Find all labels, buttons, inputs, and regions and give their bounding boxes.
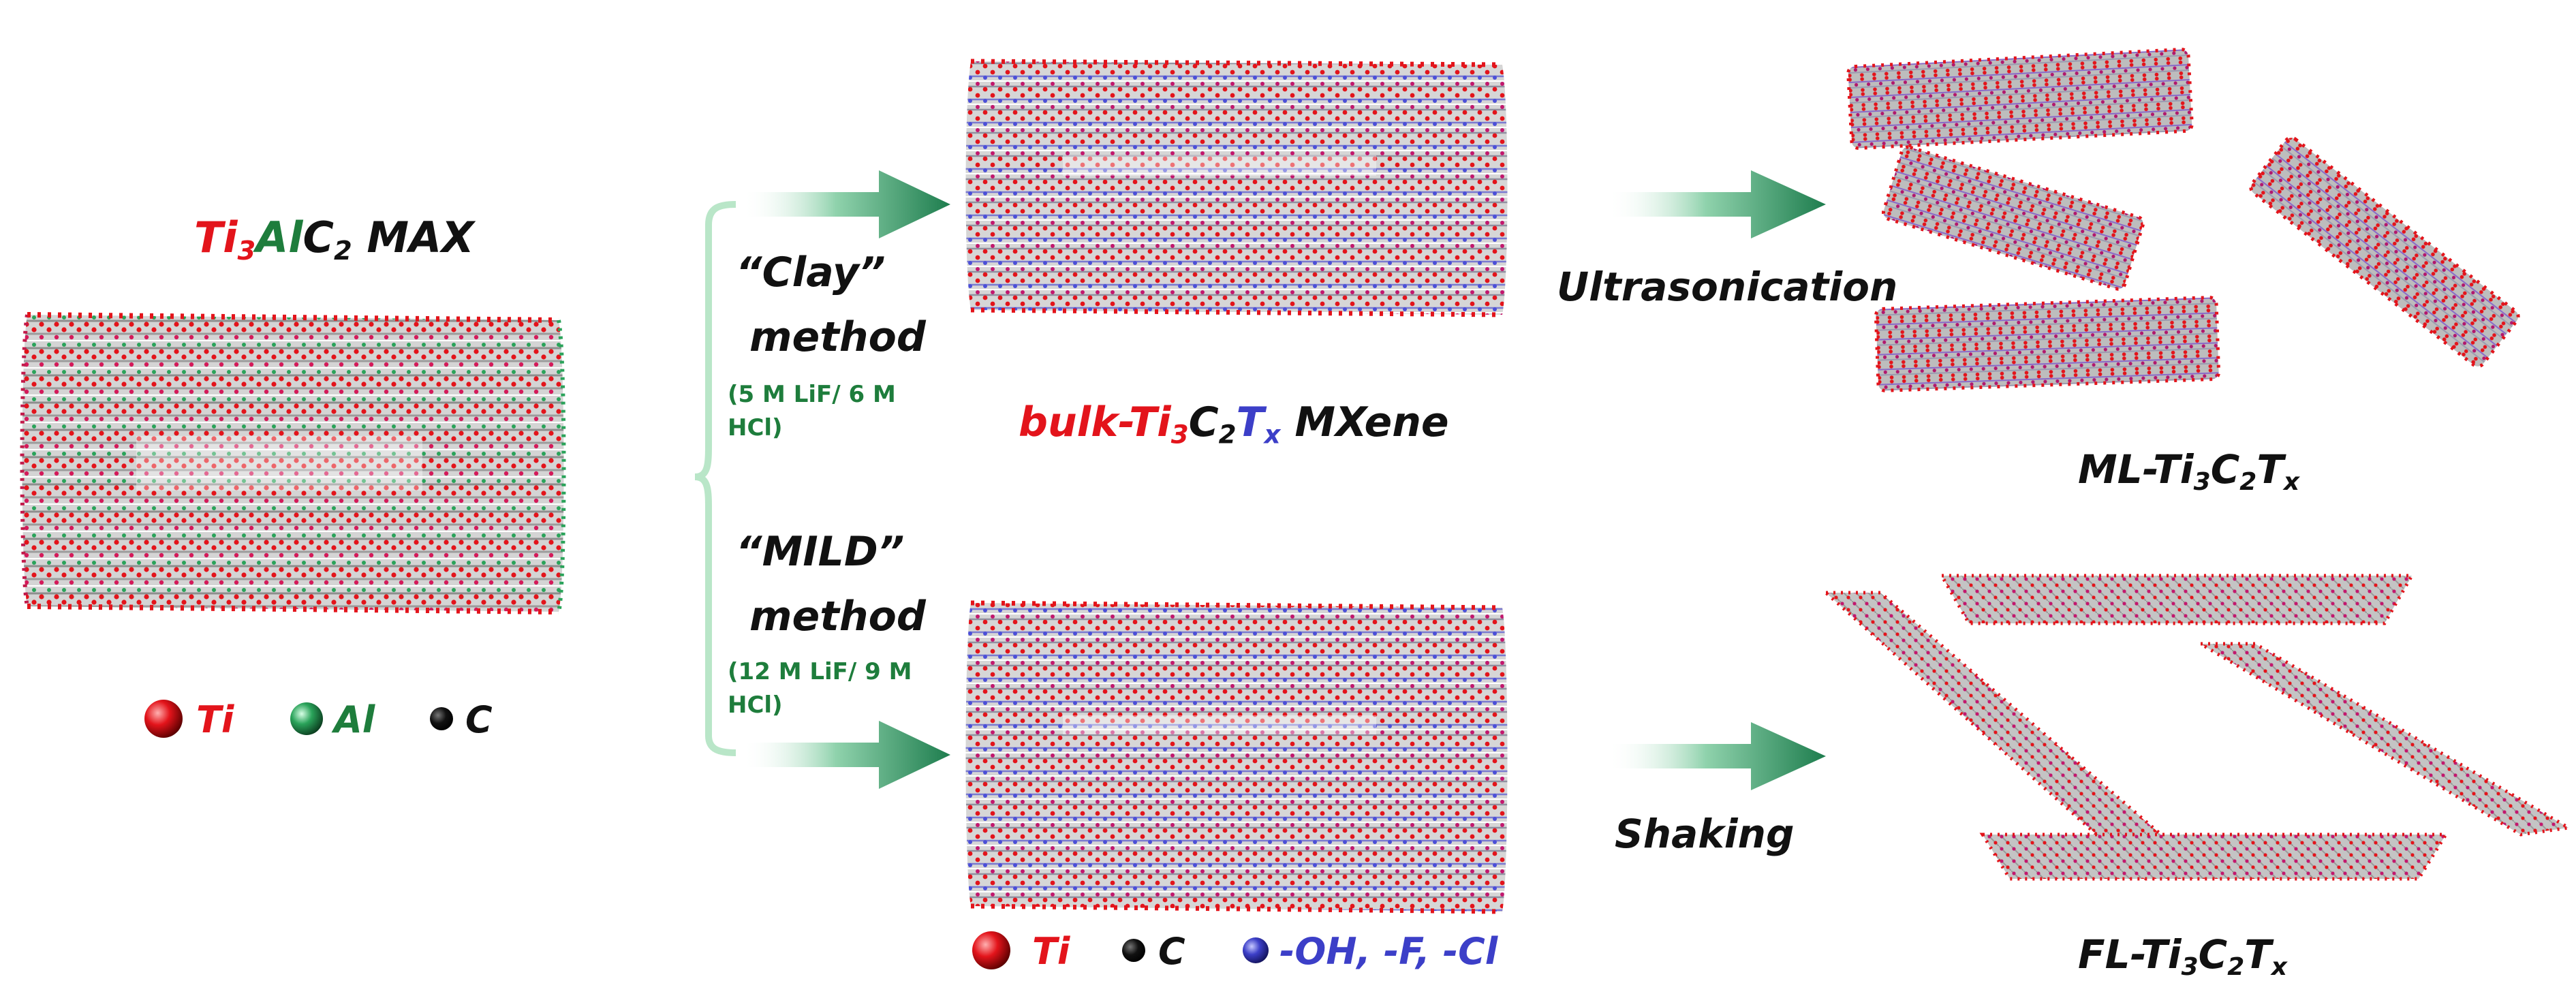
max-title-ti-subscript: 3 xyxy=(237,235,256,266)
arrow-ultrasonication xyxy=(1608,170,1826,238)
ml-label-c-subscript: 2 xyxy=(2239,468,2257,497)
ml-label-c: C xyxy=(2210,446,2240,493)
fl-label-t-subscript: x xyxy=(2271,953,2287,982)
clay-conditions-line2: HCl) xyxy=(728,414,783,442)
legend-mxene-c-label: C xyxy=(1158,930,1185,973)
mild-conditions-line2: HCl) xyxy=(728,691,783,719)
clay-method-subtitle: method xyxy=(749,313,926,361)
max-title-al: Al xyxy=(255,213,303,262)
mild-conditions: (12 M LiF/ 9 M HCl) xyxy=(728,655,912,723)
ml-mxene-flakes xyxy=(1846,48,2520,392)
max-phase-structure xyxy=(20,312,566,614)
legend-c-label: C xyxy=(465,698,493,741)
max-title-ti: Ti xyxy=(194,213,238,262)
legend-termination-label: -OH, -F, -Cl xyxy=(1279,930,1498,973)
legend-mxene-ti-ball xyxy=(972,931,1010,969)
ml-mxene-label: ML-Ti3C2Tx xyxy=(2078,450,2299,495)
arrow-clay xyxy=(743,170,950,238)
mild-method-title: “MILD” xyxy=(736,528,905,576)
bulk-label-ti-subscript: 3 xyxy=(1170,419,1189,450)
fl-label-t: T xyxy=(2244,931,2271,978)
bulk-label-c: C xyxy=(1188,399,1219,446)
mild-method-subtitle: method xyxy=(749,593,926,640)
split-brace xyxy=(602,201,736,756)
bulk-mxene-structure-top xyxy=(965,59,1508,317)
legend-ti-ball xyxy=(144,700,183,738)
clay-method-title: “Clay” xyxy=(736,249,886,296)
ml-label-ti-subscript: 3 xyxy=(2193,468,2211,497)
fl-mxene-label: FL-Ti3C2Tx xyxy=(2078,935,2287,980)
bulk-mxene-label: bulk-Ti3C2Tx MXene xyxy=(1019,402,1449,448)
ultrasonication-label: Ultrasonication xyxy=(1557,264,1898,310)
fl-label-prefix: FL-Ti xyxy=(2078,931,2182,978)
legend-c-ball xyxy=(430,707,453,730)
fl-label-ti-subscript: 3 xyxy=(2181,953,2199,982)
fl-mxene-sheets xyxy=(1821,574,2574,881)
max-title-rest: MAX xyxy=(367,213,474,262)
legend-mxene-c-ball xyxy=(1122,939,1145,962)
legend-mxene-ti-label: Ti xyxy=(1032,930,1070,973)
bulk-label-prefix: bulk-Ti xyxy=(1019,399,1171,446)
bulk-label-c-subscript: 2 xyxy=(1218,419,1237,450)
max-phase-title: Ti3AlC2 MAX xyxy=(194,217,474,264)
arrow-mild xyxy=(743,721,950,789)
shaking-label: Shaking xyxy=(1615,811,1795,857)
clay-conditions-line1: (5 M LiF/ 6 M xyxy=(728,381,896,408)
clay-conditions: (5 M LiF/ 6 M HCl) xyxy=(728,378,896,446)
legend-termination-ball xyxy=(1243,937,1269,963)
max-title-c-subscript: 2 xyxy=(334,235,352,266)
fl-label-c: C xyxy=(2198,931,2228,978)
ml-label-t: T xyxy=(2256,446,2284,493)
bulk-mxene-structure-bottom xyxy=(965,600,1508,914)
legend-ti-label: Ti xyxy=(196,698,234,741)
bulk-label-rest: MXene xyxy=(1294,399,1449,446)
ml-label-prefix: ML-Ti xyxy=(2078,446,2194,493)
fl-label-c-subscript: 2 xyxy=(2227,953,2245,982)
max-title-c: C xyxy=(302,213,335,262)
mild-conditions-line1: (12 M LiF/ 9 M xyxy=(728,658,912,685)
ml-label-t-subscript: x xyxy=(2283,468,2300,497)
legend-al-ball xyxy=(290,702,323,735)
arrow-shaking xyxy=(1608,722,1826,790)
bulk-label-t: T xyxy=(1236,399,1264,446)
legend-al-label: Al xyxy=(334,698,375,741)
bulk-label-t-subscript: x xyxy=(1264,419,1281,450)
